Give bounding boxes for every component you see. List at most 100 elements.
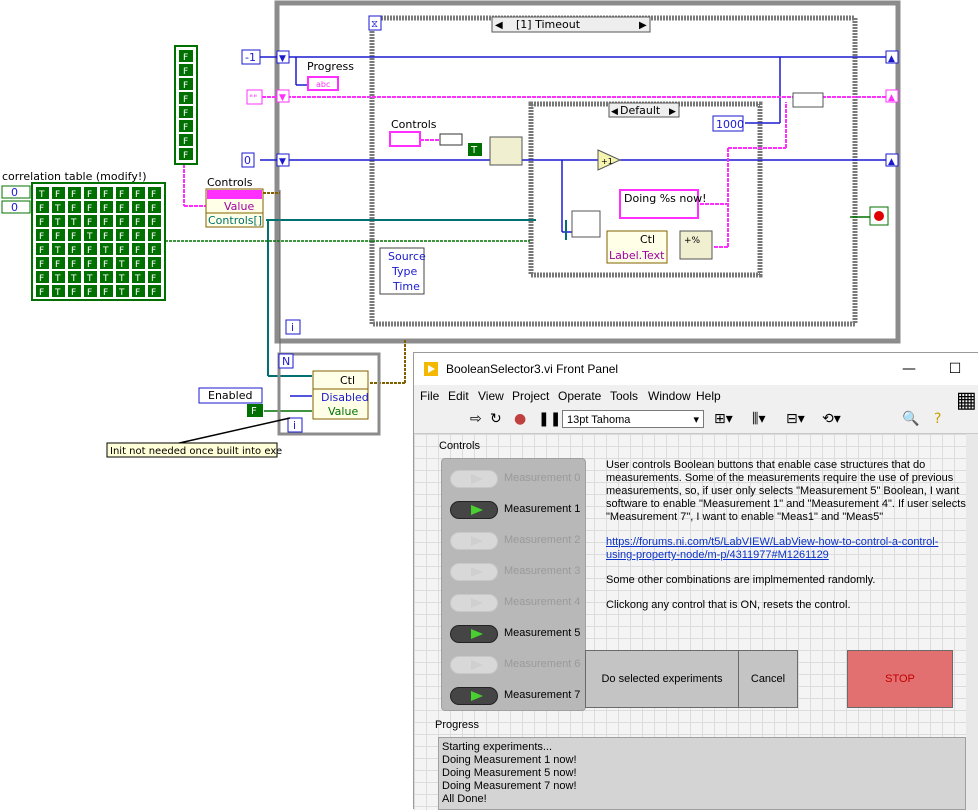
corr-cell[interactable]	[132, 243, 145, 255]
corr-cell[interactable]	[36, 243, 49, 255]
corr-cell[interactable]	[116, 201, 129, 213]
corr-cell[interactable]	[52, 243, 65, 255]
corr-cell[interactable]	[132, 257, 145, 269]
menu-file[interactable]: File	[420, 389, 440, 403]
cancel-button[interactable]: Cancel	[738, 650, 798, 708]
maximize-button[interactable]: ☐	[948, 361, 962, 377]
menu-view[interactable]: View	[478, 389, 504, 403]
timeout-terminal[interactable]	[368, 15, 382, 31]
corr-cell[interactable]	[84, 215, 97, 227]
controls-ref[interactable]	[389, 131, 421, 147]
ctl-property-node[interactable]	[606, 230, 668, 264]
corr-cell[interactable]	[84, 243, 97, 255]
search-array-node[interactable]	[489, 136, 523, 166]
menu-tools[interactable]: Tools	[610, 389, 639, 403]
corr-cell[interactable]	[68, 271, 81, 283]
corr-cell[interactable]	[100, 187, 113, 199]
shift-reg-left-1[interactable]	[276, 50, 290, 64]
run-arrow-icon[interactable]: ⇨	[470, 411, 482, 427]
corr-cell[interactable]	[148, 285, 161, 297]
corr-cell[interactable]	[116, 243, 129, 255]
font-selector[interactable]: 13pt Tahoma▾	[562, 410, 704, 428]
corr-cell[interactable]	[148, 187, 161, 199]
search-icon[interactable]: 🔍	[902, 411, 920, 427]
help-icon[interactable]: ?	[934, 411, 942, 427]
corr-cell[interactable]	[36, 201, 49, 213]
menu-help[interactable]: Help	[696, 389, 721, 403]
bundle-node[interactable]	[792, 92, 824, 108]
format-into-string[interactable]	[679, 230, 713, 260]
corr-cell[interactable]	[68, 201, 81, 213]
corr-cell[interactable]	[84, 257, 97, 269]
corr-cell[interactable]	[36, 285, 49, 297]
menu-operate[interactable]: Operate	[558, 389, 602, 403]
bool-const-cell[interactable]	[179, 50, 193, 62]
menu-edit[interactable]: Edit	[448, 389, 469, 403]
init-ctl-node[interactable]	[312, 370, 369, 420]
measurement-toggle[interactable]	[450, 501, 498, 519]
init-for-loop[interactable]	[277, 352, 381, 436]
corr-cell[interactable]	[132, 271, 145, 283]
const-zero[interactable]	[241, 152, 255, 168]
corr-cell[interactable]	[68, 257, 81, 269]
corr-cell[interactable]	[52, 257, 65, 269]
reorder-icon[interactable]: ⟲▾	[822, 411, 841, 427]
corr-cell[interactable]	[148, 271, 161, 283]
corr-cell[interactable]	[84, 187, 97, 199]
vertical-scrollbar[interactable]	[966, 434, 978, 810]
measurement-toggle[interactable]	[450, 470, 498, 488]
corr-cell[interactable]	[132, 187, 145, 199]
increment-node[interactable]	[597, 149, 622, 171]
measurement-toggle[interactable]	[450, 594, 498, 612]
while-loop-frame[interactable]	[274, 0, 901, 344]
corr-cell[interactable]	[68, 285, 81, 297]
corr-cell[interactable]	[52, 229, 65, 241]
corr-cell[interactable]	[132, 215, 145, 227]
const-empty-string[interactable]	[246, 89, 263, 105]
event-data-node[interactable]	[379, 247, 425, 295]
corr-index-1[interactable]	[1, 200, 31, 214]
forum-link[interactable]: https://forums.ni.com/t5/LabVIEW/LabView…	[606, 536, 939, 561]
bool-const-cell[interactable]	[179, 148, 193, 160]
corr-cell[interactable]	[148, 201, 161, 213]
bool-const-cell[interactable]	[179, 64, 193, 76]
corr-cell[interactable]	[36, 215, 49, 227]
corr-cell[interactable]	[52, 187, 65, 199]
true-const[interactable]	[468, 143, 482, 156]
unbundle-node[interactable]	[439, 133, 463, 146]
corr-cell[interactable]	[100, 271, 113, 283]
corr-cell[interactable]	[84, 285, 97, 297]
corr-cell[interactable]	[36, 187, 49, 199]
front-panel-window[interactable]: BooleanSelector3.vi Front Panel — ☐ File…	[413, 352, 978, 810]
corr-cell[interactable]	[52, 285, 65, 297]
measurement-toggle[interactable]	[450, 625, 498, 643]
corr-cell[interactable]	[36, 229, 49, 241]
corr-cell[interactable]	[132, 229, 145, 241]
corr-cell[interactable]	[100, 215, 113, 227]
menu-window[interactable]: Window	[648, 389, 691, 403]
corr-cell[interactable]	[68, 229, 81, 241]
corr-cell[interactable]	[36, 257, 49, 269]
measurement-toggle[interactable]	[450, 656, 498, 674]
corr-cell[interactable]	[84, 271, 97, 283]
corr-cell[interactable]	[116, 271, 129, 283]
corr-cell[interactable]	[84, 229, 97, 241]
corr-cell[interactable]	[116, 187, 129, 199]
distribute-icon[interactable]: ⫼▾	[752, 411, 766, 427]
bool-const-cell[interactable]	[179, 78, 193, 90]
title-bar[interactable]: BooleanSelector3.vi Front Panel — ☐	[414, 353, 978, 385]
corr-cell[interactable]	[52, 201, 65, 213]
measurement-toggle[interactable]	[450, 532, 498, 550]
menu-project[interactable]: Project	[512, 389, 550, 403]
align-icon[interactable]: ⊞▾	[714, 411, 733, 427]
do-selected-experiments-button[interactable]: Do selected experiments	[585, 650, 739, 708]
corr-cell[interactable]	[132, 285, 145, 297]
progress-local[interactable]	[307, 76, 339, 91]
corr-cell[interactable]	[132, 201, 145, 213]
corr-cell[interactable]	[148, 215, 161, 227]
corr-cell[interactable]	[100, 285, 113, 297]
corr-cell[interactable]	[100, 257, 113, 269]
corr-cell[interactable]	[148, 243, 161, 255]
bool-const-cell[interactable]	[179, 106, 193, 118]
minimize-button[interactable]: —	[902, 361, 916, 377]
